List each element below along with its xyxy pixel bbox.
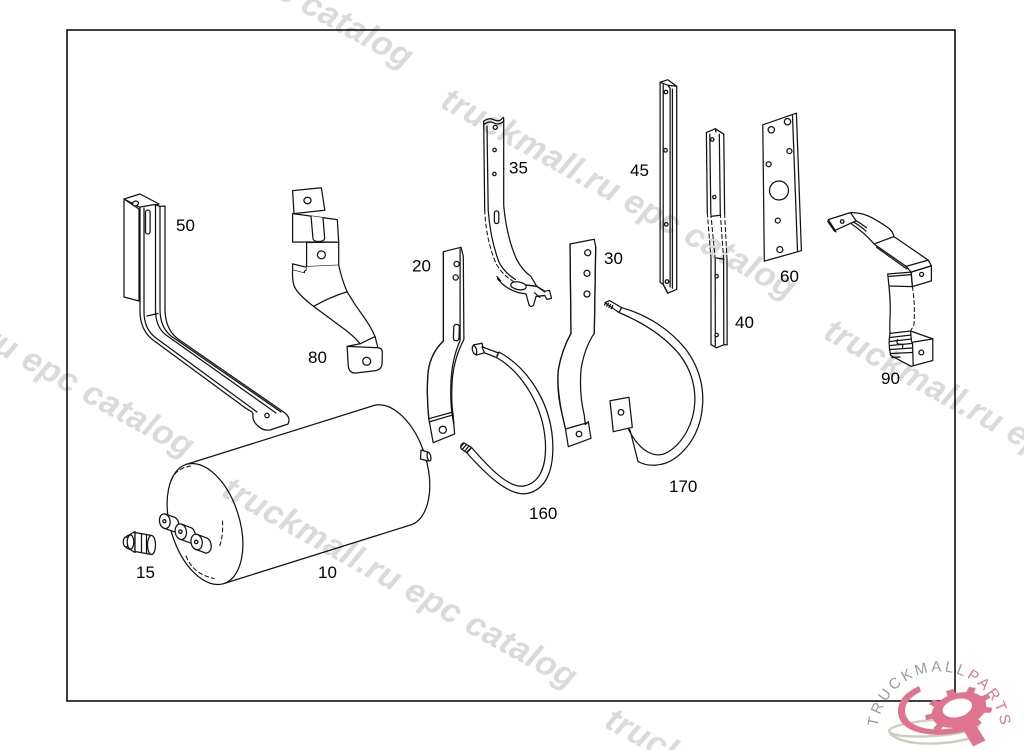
svg-text:10: 10 (318, 563, 337, 582)
svg-text:45: 45 (630, 161, 649, 180)
svg-text:80: 80 (308, 348, 327, 367)
svg-text:170: 170 (669, 477, 697, 496)
svg-text:35: 35 (509, 159, 528, 178)
svg-text:20: 20 (412, 257, 431, 276)
svg-text:160: 160 (529, 504, 557, 523)
svg-text:15: 15 (136, 563, 155, 582)
svg-text:30: 30 (604, 249, 623, 268)
svg-text:90: 90 (881, 369, 900, 388)
svg-text:60: 60 (780, 267, 799, 286)
svg-text:40: 40 (735, 313, 754, 332)
svg-text:50: 50 (176, 216, 195, 235)
